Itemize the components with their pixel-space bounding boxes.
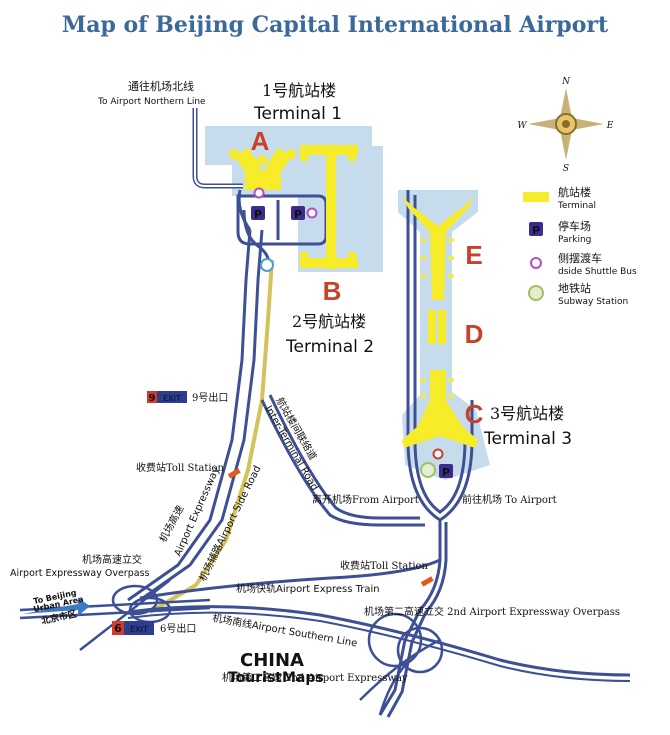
northern-line-en: To Airport Northern Line (97, 97, 206, 107)
exit-9-badge (147, 391, 157, 403)
parking-label: P (254, 208, 262, 221)
shuttle-bus-icon (530, 257, 542, 269)
terminal-3-en: Terminal 3 (483, 429, 572, 449)
svg-text:航站楼: 航站楼 (558, 185, 591, 199)
svg-text:侧摆渡车: 侧摆渡车 (558, 251, 602, 265)
inter-terminal-road (260, 394, 425, 527)
map-legend: 航站楼 Terminal P 停车场 Parking 侧摆渡车 dside Sh… (523, 185, 637, 307)
exit-6-badge (112, 621, 124, 635)
shuttle-bus-icon (432, 448, 444, 460)
second-expressway-label: 机场第二高速 2nd Airport Expressway (222, 671, 408, 684)
terminal-loop-roads (236, 194, 328, 246)
terminal-1-en: Terminal 1 (253, 104, 342, 124)
terminal-2-letter: B (323, 276, 342, 306)
terminal-3-letter: C (465, 399, 484, 429)
subway-station-icon (528, 285, 544, 301)
toll-station-label-2: 收费站Toll Station (340, 559, 429, 572)
pier-d-letter: D (465, 319, 484, 349)
watermark-china: CHINA (240, 650, 304, 671)
exit-9-sign (157, 391, 187, 403)
page-title: Map of Beijing Capital International Air… (61, 12, 609, 38)
parking-label: P (294, 208, 302, 221)
subway-station-icon (260, 258, 274, 272)
toll-station-label-1: 收费站Toll Station (136, 461, 225, 474)
terminal-2-en: Terminal 2 (285, 337, 374, 357)
shuttle-bus-icon (253, 187, 265, 199)
airport-express-train (139, 558, 441, 600)
northern-line-cn: 通往机场北线 (128, 79, 194, 93)
to-airport-label: 前往机场 To Airport (462, 493, 557, 506)
compass-w: W (517, 121, 527, 131)
to-beijing-arrow (22, 598, 90, 616)
pier-gates (420, 238, 454, 398)
svg-text:EXIT: EXIT (163, 394, 181, 403)
terminal-swatch (523, 192, 549, 202)
terminal-3-building (402, 196, 478, 448)
parking-icon (251, 206, 265, 220)
2nd-expressway-interchange (359, 612, 444, 716)
terminal-2-cn: 2号航站楼 (292, 312, 366, 331)
svg-text:P: P (532, 224, 540, 237)
compass-n: N (561, 77, 571, 87)
compass-e: E (606, 121, 614, 131)
svg-text:Subway Station: Subway Station (558, 297, 628, 307)
terminal-1-building (229, 147, 296, 190)
from-airport-label: 离开机场From Airport (312, 493, 419, 506)
terminal-2-building (300, 145, 358, 269)
parking-label: P (442, 466, 450, 479)
exit-6-sign (124, 621, 154, 635)
overpass-cn: 机场高速立交 (82, 553, 142, 566)
overpass-2-label: 机场第二高速立交 2nd Airport Expressway Overpass (364, 605, 620, 618)
parking-icon (529, 222, 543, 236)
shuttle-bus-icon (306, 207, 318, 219)
svg-text:地铁站: 地铁站 (558, 281, 591, 295)
pier-e-letter: E (465, 240, 482, 270)
expressway-overpass (19, 579, 211, 651)
svg-text:dside Shuttle Bus: dside Shuttle Bus (558, 267, 637, 277)
exit-6-label: 6号出口 (160, 622, 196, 635)
terminal-1-letter: A (251, 126, 270, 156)
svg-text:Terminal: Terminal (557, 201, 596, 211)
watermark-touristmaps: TouristMaps (228, 670, 324, 686)
exit-9-label: 9号出口 (192, 391, 228, 404)
terminal-1-cn: 1号航站楼 (262, 81, 336, 100)
svg-text:9: 9 (149, 393, 156, 404)
compass-rose (528, 88, 604, 160)
express-train-label: 机场快轨Airport Express Train (236, 582, 380, 595)
parking-icon (291, 206, 305, 220)
toll-station-marker (227, 468, 241, 479)
terminal-3-cn: 3号航站楼 (490, 404, 564, 423)
overpass-en: Airport Expressway Overpass (10, 568, 150, 579)
svg-text:EXIT: EXIT (130, 625, 148, 634)
toll-station-marker (420, 576, 434, 587)
svg-text:Parking: Parking (558, 235, 591, 245)
svg-text:6: 6 (114, 622, 122, 635)
compass-s: S (563, 164, 569, 174)
airport-southern-line (127, 605, 631, 677)
subway-station-icon (420, 462, 436, 478)
airport-side-road (148, 259, 274, 614)
airport-expressway (127, 189, 271, 602)
parking-icon (439, 464, 453, 478)
svg-text:停车场: 停车场 (558, 219, 591, 233)
